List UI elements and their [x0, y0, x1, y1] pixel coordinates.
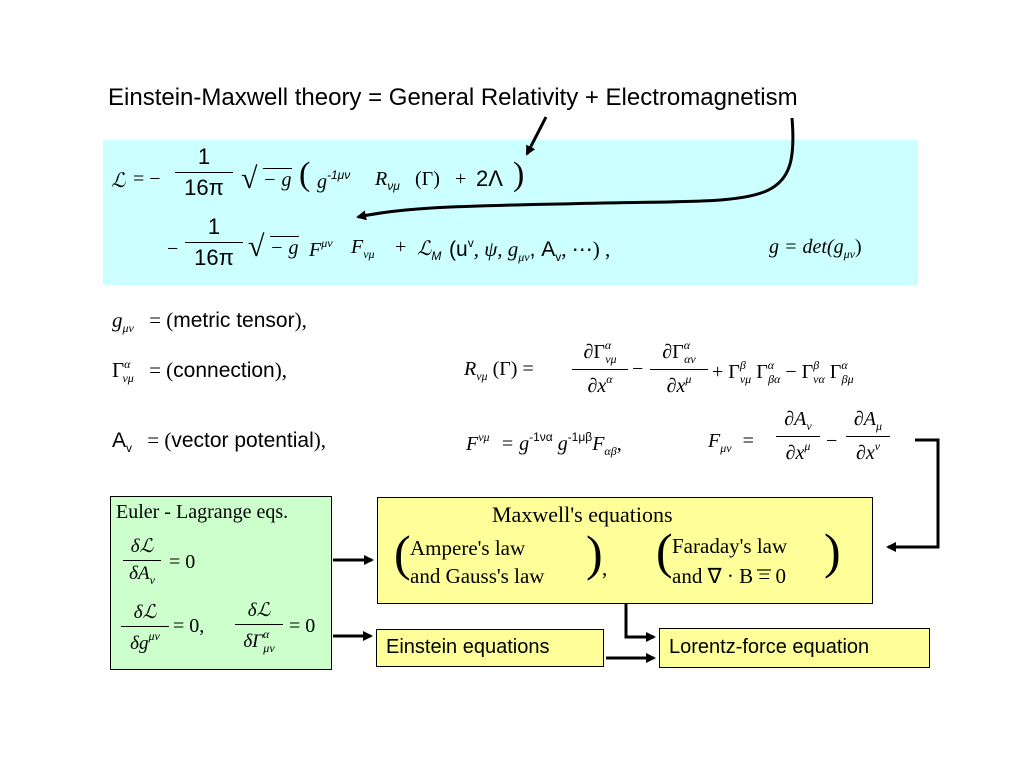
el-fraction-connection: δℒ δΓαμν — [235, 599, 283, 656]
el-connection-rhs: = 0 — [289, 615, 316, 637]
maxwell-title: Maxwell's equations — [492, 502, 673, 527]
field-strength-definition: Fμν = — [708, 430, 754, 455]
eq-minus: = − — [133, 168, 161, 190]
matter-arguments: (uv, ψ, gμν, Av, ⋯) , — [449, 236, 611, 264]
lorentz-label: Lorentz-force equation — [669, 636, 870, 658]
ricci-minus: − — [632, 358, 644, 380]
sqrt-sign-2: √ — [248, 230, 265, 263]
field-fraction-1: ∂Aν ∂xμ — [776, 408, 820, 465]
maxwell-no-monopole: and ∇ · B = 0 — [672, 564, 786, 588]
el-fraction-vector: δℒ δAν — [123, 535, 161, 588]
lagrangian-box: ℒ = − 1 16π √ − g ( g-1μν Rνμ (Γ) + 2Λ )… — [103, 140, 918, 285]
field-fraction-2: ∂Aμ ∂xν — [846, 408, 890, 465]
metric-determinant: g = det(gμν) — [769, 236, 862, 261]
field-strength-lower: Fνμ — [351, 236, 375, 261]
inverse-metric: g-1μν — [317, 168, 351, 193]
arrow-em-to-field-term — [356, 117, 795, 221]
lagrangian-symbol: ℒ — [111, 170, 126, 192]
maxwell-gauss: and Gauss's law — [410, 564, 545, 588]
einstein-equations-box: Einstein equations — [376, 629, 604, 667]
metric-definition: gμν = (metric tensor), — [112, 308, 307, 335]
ricci-argument: (Γ) — [415, 168, 440, 190]
page-title: Einstein-Maxwell theory = General Relati… — [108, 84, 798, 111]
arrow-maxwell-to-lorentz — [624, 604, 656, 642]
ricci-fraction-1: ∂Γανμ ∂xα — [572, 338, 628, 398]
matter-lagrangian: ℒM — [417, 238, 442, 263]
el-fraction-metric: δℒ δgμν — [121, 601, 169, 655]
fraction-1-over-16pi-2: 1 16π — [185, 214, 243, 271]
plus-sign-2: + — [395, 236, 407, 258]
line2-minus: − — [167, 238, 179, 260]
field-minus: − — [826, 430, 838, 452]
ricci-quadratic-terms: + Γβνμ Γαβα − Γβνα Γαβμ — [712, 358, 854, 386]
arrow-field-to-maxwell — [886, 438, 940, 552]
arrow-gr-to-curvature — [525, 116, 548, 156]
field-strength-upper: Fμν — [309, 236, 333, 261]
ricci-lhs: Rνμ (Γ) = — [464, 358, 534, 383]
left-close-paren: ) — [586, 525, 603, 581]
plus-sign: + — [455, 168, 467, 190]
maxwell-ampere: Ampere's law — [410, 536, 526, 560]
maxwell-faraday: Faraday's law — [672, 534, 788, 558]
ricci-fraction-2: ∂Γααν ∂xμ — [650, 338, 708, 398]
einstein-label: Einstein equations — [386, 636, 550, 658]
cosmological-term: 2Λ — [476, 166, 503, 191]
open-paren: ( — [299, 156, 311, 193]
sqrt-argument: − g — [263, 168, 292, 191]
close-paren: ) — [513, 156, 525, 193]
maxwells-equations-box: Maxwell's equations ( Ampere's law and G… — [377, 497, 873, 604]
lorentz-force-box: Lorentz-force equation — [659, 628, 930, 668]
sqrt-argument-2: − g — [270, 236, 299, 259]
el-metric-rhs: = 0, — [173, 615, 205, 637]
fraction-1-over-16pi: 1 16π — [175, 144, 233, 201]
sqrt-sign: √ — [241, 162, 258, 195]
left-open-paren: ( — [394, 525, 411, 581]
euler-lagrange-title: Euler - Lagrange eqs. — [116, 501, 289, 523]
vector-potential-definition: Av = (vector potential), — [112, 428, 327, 455]
ricci-tensor: Rνμ — [375, 168, 400, 193]
euler-lagrange-box: Euler - Lagrange eqs. δℒ δAν = 0 δℒ δgμν… — [110, 496, 332, 670]
right-open-paren: ( — [656, 523, 673, 579]
right-close-paren: ) — [824, 523, 841, 579]
el-vector-rhs: = 0 — [169, 551, 196, 573]
field-strength-raised: Fνμ = g-1να g-1μβFαβ, — [466, 430, 622, 458]
connection-definition: Γανμ = (connection), — [112, 357, 287, 385]
maxwell-comma: , — [602, 556, 608, 580]
